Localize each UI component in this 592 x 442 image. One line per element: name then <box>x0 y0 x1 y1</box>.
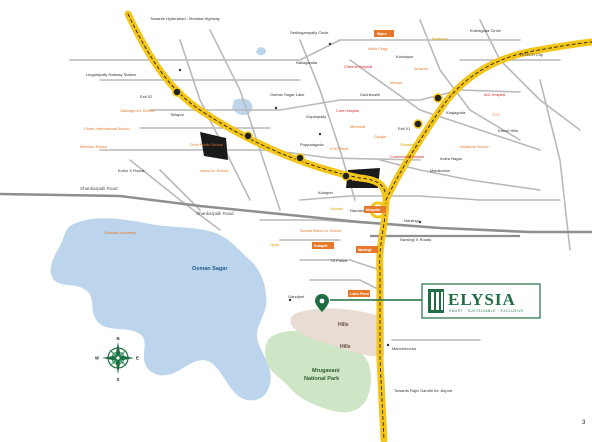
hills-area <box>290 308 384 357</box>
small-lake <box>256 47 266 55</box>
school-2: Chirec International School <box>84 127 130 131</box>
schools-layer: Oakridge Int. School Chirec Internationa… <box>80 109 489 235</box>
label-kothaguda: Kothaguda Circle <box>470 28 501 33</box>
osman-sagar-lake <box>50 218 271 401</box>
label-nallagandla: Nallagandla <box>296 60 318 65</box>
label-exit1: Exit 01 <box>398 126 411 131</box>
label-osman-sagar-lake: Osman Sagar Lake <box>270 92 305 97</box>
office-5: Wells Fargo <box>368 47 388 51</box>
label-kavuri: Kavuri Hills <box>498 128 518 133</box>
school-5: Indus Int. School <box>200 169 228 173</box>
label-khajaguda: Khajaguda <box>446 110 466 115</box>
label-exit2: Exit 02 <box>140 94 153 99</box>
label-manikonda: Manikonda <box>430 168 450 173</box>
compass-e: E <box>136 356 139 361</box>
compass-icon: N S E W <box>95 336 139 382</box>
school-7: Glendale Academy <box>104 231 136 235</box>
hotel-1: Sheraton <box>400 143 415 147</box>
label-puppalaguda: Puppalaguda <box>300 142 324 147</box>
label-kollur: Kollur X Roads <box>118 168 145 173</box>
school-1: Oakridge Int. School <box>120 109 155 113</box>
box-narsingi: Narsingi <box>358 248 372 252</box>
small-lake-2 <box>232 98 253 116</box>
box-kokapet: Kokapet <box>314 244 328 248</box>
label-narsingi: Narsingi <box>404 218 419 223</box>
hotel-3: Radisson <box>432 37 448 41</box>
label-gachibowli: Gachibowli <box>360 92 380 97</box>
hospital-4: AIG Hospital <box>484 93 505 97</box>
park-label-line1: Mrugavani <box>312 368 340 374</box>
school-3: Meridian School <box>80 145 107 149</box>
office-1: Microsoft <box>350 125 366 129</box>
hills-label-2: Hills <box>340 344 351 350</box>
brand-name: ELYSIA <box>448 290 516 309</box>
label-gandipet: Gandipet <box>288 294 305 299</box>
office-2: Infosys <box>390 81 402 85</box>
office-3: Google <box>374 135 386 139</box>
office-6: ICICI Bank <box>330 147 348 151</box>
label-lingampally: Lingampally Railway Station <box>86 72 136 77</box>
narsingi-road-label: Narsingi X Roads <box>400 237 431 242</box>
hotel-4: Hyatt <box>270 243 280 247</box>
label-gopanpally: Gopanpally <box>306 114 326 119</box>
page-number: 3 <box>582 420 586 426</box>
offices-layer: Microsoft Infosys Google Amazon Wells Fa… <box>330 47 500 151</box>
label-manchirevula: Manchirevula <box>392 346 417 351</box>
outer-ring-road <box>124 10 592 442</box>
hospitals-layer: Citizens Hospital Continental Hospital C… <box>336 65 505 159</box>
national-park <box>265 330 371 413</box>
hotels-layer: Sheraton Novotel Radisson Hyatt <box>270 37 448 247</box>
orr-junctions <box>172 87 443 181</box>
landmark-dots <box>178 42 422 347</box>
label-serilingampally: Serilingampally Circle <box>290 30 329 35</box>
school-4: Delhi Public School <box>190 143 223 147</box>
compass-s: S <box>117 377 120 382</box>
brand-box: ELYSIA SMART · SUSTAINABLE · EXCLUSIVE <box>421 283 541 319</box>
box-lotus: Lotus Pond <box>350 292 369 296</box>
brand-tagline: SMART · SUSTAINABLE · EXCLUSIVE <box>449 309 524 313</box>
compass-w: W <box>95 356 99 361</box>
compass-n: N <box>117 336 120 341</box>
office-7: TCS <box>492 113 500 117</box>
orange-boxes: Wipro Kokapet Narsingi Neopolis Lotus Po… <box>312 30 394 297</box>
school-8: Keystone School <box>460 145 489 149</box>
hotel-2: Novotel <box>330 207 343 211</box>
label-hitech: HITECH City <box>520 52 543 57</box>
school-6: Sancta Maria Int. School <box>300 229 342 233</box>
hills-label-1: Hills <box>338 322 349 328</box>
to-airport-label: Towards Rajiv Gandhi Int. Airport <box>394 388 453 393</box>
box-neopolis: Neopolis <box>366 208 380 212</box>
box-wipro: Wipro <box>377 32 387 36</box>
local-roads <box>69 19 581 341</box>
park-label-line2: National Park <box>304 376 340 382</box>
hospital-2: Continental Hospital <box>390 155 424 159</box>
manikonda-block <box>200 132 228 160</box>
label-kondapur: Kondapur <box>396 54 414 59</box>
label-kokapet: Kokapet <box>318 190 334 195</box>
osman-sagar-label: Osman Sagar <box>192 266 228 272</box>
hospital-3: Care Hospital <box>336 109 359 113</box>
office-4: Amazon <box>414 67 428 71</box>
project-location-marker <box>315 294 422 312</box>
shankarpalli-road-label: Shankarpalli Road <box>80 186 118 191</box>
label-ts-police: TS Police <box>330 258 348 263</box>
label-indira: Indira Nagar <box>440 156 463 161</box>
hospital-1: Citizens Hospital <box>344 65 372 69</box>
shankarpalli-road-label-2: Shankarpalli Road <box>196 211 234 216</box>
label-tellapur: Tellapur <box>170 112 185 117</box>
to-hyderabad-label: Towards Hyderabad - Mumbai Highway <box>150 16 220 21</box>
shankarpalli-road <box>0 192 592 234</box>
